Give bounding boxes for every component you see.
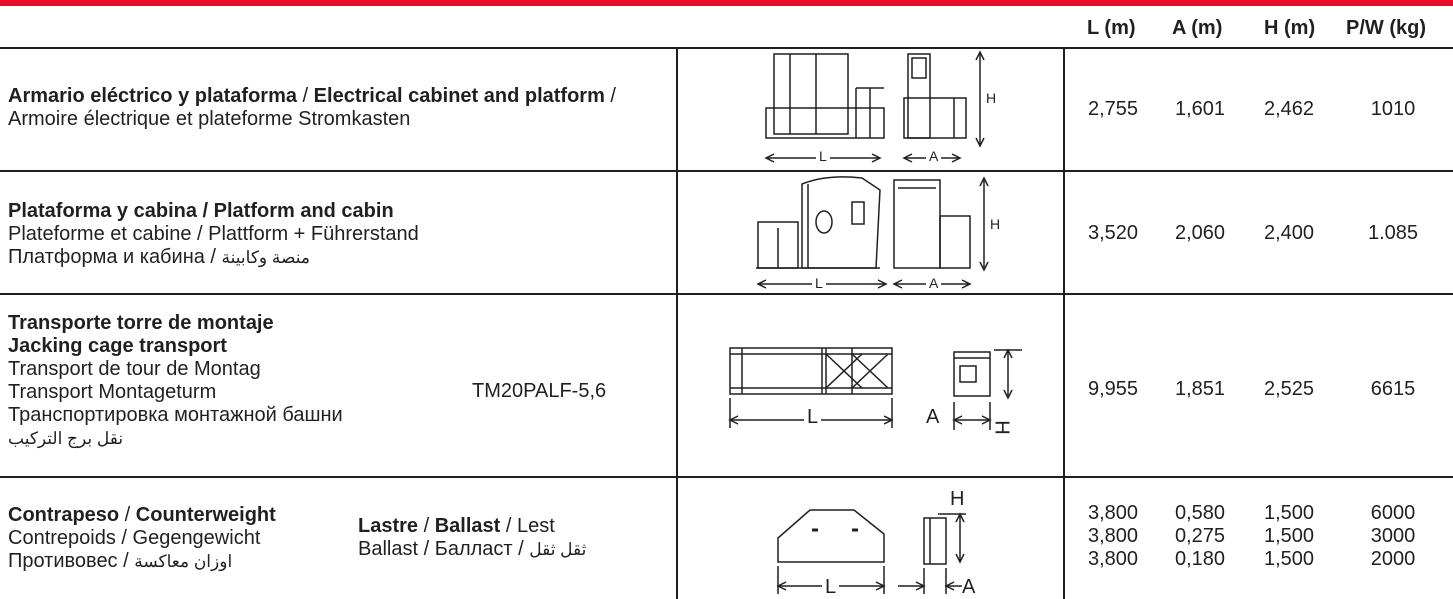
row-2-weight: 1.085	[1367, 222, 1419, 244]
row-2-description: Plataforma y cabina / Platform and cabin…	[8, 200, 668, 269]
row-1-dim-a: A	[926, 148, 942, 164]
rule	[0, 293, 1453, 295]
row-4-ballast: Lastre / Ballast / Lest Ballast / Баллас…	[358, 515, 658, 561]
separator: /	[297, 85, 314, 107]
row-3-diagram: L A H	[722, 340, 1032, 440]
row-4-length-1: 3,800	[1087, 502, 1139, 524]
row-3-weight: 6615	[1370, 378, 1416, 400]
row-4-dim-l: L	[822, 576, 840, 599]
header-h: H (m)	[1264, 17, 1316, 39]
header-l: L (m)	[1087, 17, 1136, 39]
row-3-line-4: Transport Montageturm	[8, 381, 217, 403]
row-3-length: 9,955	[1087, 378, 1139, 400]
row-2-dim-l: L	[812, 275, 826, 291]
row-4-length-2: 3,800	[1087, 525, 1139, 547]
row-1-description: Armario eléctrico y plataforma / Electri…	[8, 85, 668, 131]
row-1-length: 2,755	[1087, 98, 1139, 120]
row-4-length-3: 3,800	[1087, 548, 1139, 570]
row-2-title-ar: منصة وكابينة	[221, 248, 310, 267]
separator: /	[418, 515, 435, 537]
ballast-fr: Lest	[516, 515, 555, 537]
row-4-title-ar: اوزان معاكسة	[134, 552, 233, 571]
separator: /	[604, 85, 616, 107]
row-3-description: Transporte torre de montaje Jacking cage…	[8, 312, 468, 450]
row-4-height: 1,500 1,500 1,500	[1249, 502, 1329, 571]
header-a: A (m)	[1172, 17, 1223, 39]
row-2-line-3: Платформа и кабина / منصة وكابينة	[8, 246, 668, 269]
row-2-dim-h: H	[990, 216, 1001, 232]
row-4-dim-h: H	[950, 488, 965, 510]
row-1-dim-h: H	[986, 90, 997, 106]
separator: /	[117, 550, 135, 572]
ballast-de-ru: Ballast / Балласт /	[358, 538, 530, 560]
row-3-model: TM20PALF-5,6	[472, 380, 607, 402]
row-2-diagram: L A H	[752, 172, 1000, 292]
row-4-dim-a: A	[962, 576, 976, 598]
row-3-height: 2,525	[1263, 378, 1315, 400]
row-2-title-es: Plataforma y cabina	[8, 200, 197, 222]
row-4-width-2: 0,275	[1174, 525, 1226, 547]
row-2-length: 3,520	[1087, 222, 1139, 244]
row-3-line-6: نقل برج التركيب	[8, 429, 124, 448]
row-4-description: Contrapeso / Counterweight Contrepoids /…	[8, 504, 348, 573]
row-2-dim-a: A	[926, 275, 942, 291]
separator: /	[204, 246, 222, 268]
row-4-line-1: Contrapeso / Counterweight	[8, 504, 348, 527]
ballast-en: Ballast	[434, 515, 501, 537]
separator: /	[500, 515, 517, 537]
rule	[0, 47, 1453, 49]
row-4-ballast-line-1: Lastre / Ballast / Lest	[358, 515, 658, 538]
ballast-ar: ثقل ثقل	[529, 540, 587, 559]
row-2-title-ru: Платформа и кабина	[8, 246, 205, 268]
row-4-width: 0,580 0,275 0,180	[1160, 502, 1240, 571]
row-3-line-1: Transporte torre de montaje	[8, 312, 274, 334]
row-1-weight: 1010	[1370, 98, 1416, 120]
column-divider	[676, 47, 678, 599]
rule	[0, 476, 1453, 478]
row-2-title-en: Platform and cabin	[213, 200, 394, 222]
row-4-width-3: 0,180	[1174, 548, 1226, 570]
row-4-ballast-line-2: Ballast / Балласт / ثقل ثقل	[358, 538, 658, 561]
row-1-title-en: Electrical cabinet and platform	[313, 85, 605, 107]
row-3-dim-a: A	[926, 406, 940, 428]
row-3-line-3: Transport de tour de Montag	[8, 358, 261, 380]
row-4-title-ru: Противовес	[8, 550, 118, 572]
row-4-line-2: Contrepoids / Gegengewicht	[8, 527, 261, 549]
row-4-weight-1: 6000	[1370, 502, 1416, 524]
row-1-title-es: Armario eléctrico y plataforma	[8, 85, 297, 107]
row-2-width: 2,060	[1174, 222, 1226, 244]
column-divider	[1063, 47, 1065, 599]
row-4-height-2: 1,500	[1263, 525, 1315, 547]
row-3-width: 1,851	[1174, 378, 1226, 400]
row-4-diagram: L A H	[774, 486, 976, 599]
separator: /	[119, 504, 136, 526]
row-4-height-3: 1,500	[1263, 548, 1315, 570]
row-4-weight-2: 3000	[1370, 525, 1416, 547]
row-4-height-1: 1,500	[1263, 502, 1315, 524]
rule	[0, 170, 1453, 172]
row-4-weight-3: 2000	[1370, 548, 1416, 570]
top-accent-bar	[0, 0, 1453, 6]
row-3-dim-h: H	[990, 420, 1013, 435]
row-1-height: 2,462	[1263, 98, 1315, 120]
row-1-dim-l: L	[816, 148, 830, 164]
row-4-title-es: Contrapeso	[8, 504, 120, 526]
row-3-line-2: Jacking cage transport	[8, 335, 227, 357]
row-4-line-3: Противовес / اوزان معاكسة	[8, 550, 348, 573]
row-4-width-1: 0,580	[1174, 502, 1226, 524]
header-w: P/W (kg)	[1346, 17, 1426, 39]
ballast-es: Lastre	[358, 515, 419, 537]
row-4-length: 3,800 3,800 3,800	[1073, 502, 1153, 571]
row-2-line-1: Plataforma y cabina / Platform and cabin	[8, 200, 668, 223]
row-3-line-5: Транспортировка монтажной башни	[8, 404, 343, 426]
row-2-height: 2,400	[1263, 222, 1315, 244]
row-1-width: 1,601	[1174, 98, 1226, 120]
row-1-rest: Armoire électrique et plateforme Stromka…	[8, 108, 411, 130]
row-4-title-en: Counterweight	[135, 504, 276, 526]
row-4-weight: 6000 3000 2000	[1343, 502, 1443, 571]
separator: /	[196, 200, 214, 222]
row-1-diagram: L A H	[760, 48, 996, 168]
row-2-line-2: Plateforme et cabine / Plattform + Führe…	[8, 223, 419, 245]
row-3-dim-l: L	[804, 406, 822, 429]
